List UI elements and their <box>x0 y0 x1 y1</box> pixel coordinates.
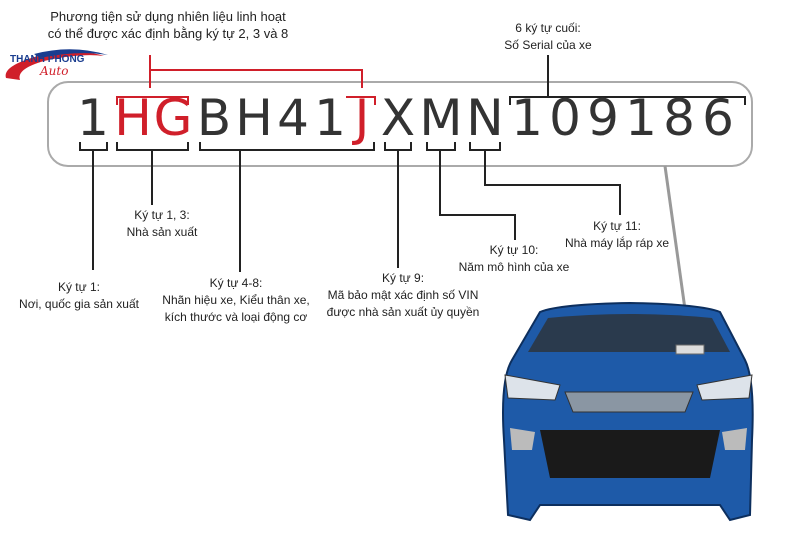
vin-box <box>47 81 753 167</box>
vin-char: 4 <box>277 89 309 147</box>
label-serial: 6 ký tự cuối: Số Serial của xe <box>504 20 591 54</box>
logo-text: THANH PHONG <box>10 54 85 65</box>
label-line: Mã bảo mật xác định số VIN <box>327 288 479 302</box>
vin-char: M <box>419 89 463 147</box>
label-char1: Ký tự 1: Nơi, quốc gia sản xuất <box>19 279 139 313</box>
label-line: Phương tiện sử dụng nhiên liệu linh hoạt <box>50 9 286 24</box>
vin-char: 1 <box>625 89 657 147</box>
vin-char: 1 <box>511 89 543 147</box>
label-line: có thể được xác định bằng ký tự 2, 3 và … <box>47 26 289 41</box>
label-line: 6 ký tự cuối: <box>515 21 581 35</box>
vin-char: X <box>380 89 416 147</box>
vin-char: B <box>196 89 232 147</box>
flex-fuel-bracket <box>116 55 376 105</box>
vin-char: J <box>354 89 370 147</box>
logo-watermark: THANH PHONG Auto <box>0 46 110 82</box>
label-char11: Ký tự 11: Nhà máy lắp ráp xe <box>565 218 669 252</box>
label-line: Ký tự 1: <box>57 280 101 294</box>
label-line: Nhà máy lắp ráp xe <box>564 236 670 250</box>
label-char10: Ký tự 10: Năm mô hình của xe <box>459 242 570 276</box>
leader-lines <box>79 55 746 272</box>
label-line: Nhà sản xuất <box>126 225 198 239</box>
vin-char: G <box>153 89 193 147</box>
vin-char: 1 <box>314 89 346 147</box>
vin-char: H <box>114 89 152 147</box>
vin-char: 8 <box>663 89 695 147</box>
label-line: được nhà sản xuất ủy quyền <box>326 305 480 319</box>
label-line: Nhãn hiệu xe, Kiểu thân xe, <box>162 293 310 307</box>
label-line: Năm mô hình của xe <box>458 260 570 274</box>
vin-char: 1 <box>77 89 109 147</box>
label-line: Nơi, quốc gia sản xuất <box>19 297 139 311</box>
label-line: Ký tự 4-8: <box>209 276 263 290</box>
vin-char: 0 <box>549 89 581 147</box>
label-line: Ký tự 9: <box>381 271 425 285</box>
label-flex-fuel: Phương tiện sử dụng nhiên liệu linh hoạt… <box>48 8 289 42</box>
vin-char: 9 <box>587 89 619 147</box>
car-illustration <box>502 301 754 522</box>
vin-char: H <box>235 89 273 147</box>
label-char48: Ký tự 4-8: Nhãn hiệu xe, Kiểu thân xe, k… <box>162 275 309 326</box>
label-line: Ký tự 10: <box>489 243 539 257</box>
label-line: Ký tự 11: <box>593 219 641 233</box>
label-line: Số Serial của xe <box>504 38 592 52</box>
label-char13: Ký tự 1, 3: Nhà sản xuất <box>127 207 198 241</box>
label-line: kích thước và loại động cơ <box>164 310 308 324</box>
logo-swoosh-icon <box>5 49 108 80</box>
logo-script: Auto <box>40 64 69 78</box>
label-char9: Ký tự 9: Mã bảo mật xác định số VIN được… <box>327 270 480 321</box>
vin-char: 6 <box>702 89 734 147</box>
label-line: Ký tự 1, 3: <box>134 208 190 222</box>
vin-char: N <box>466 89 504 147</box>
